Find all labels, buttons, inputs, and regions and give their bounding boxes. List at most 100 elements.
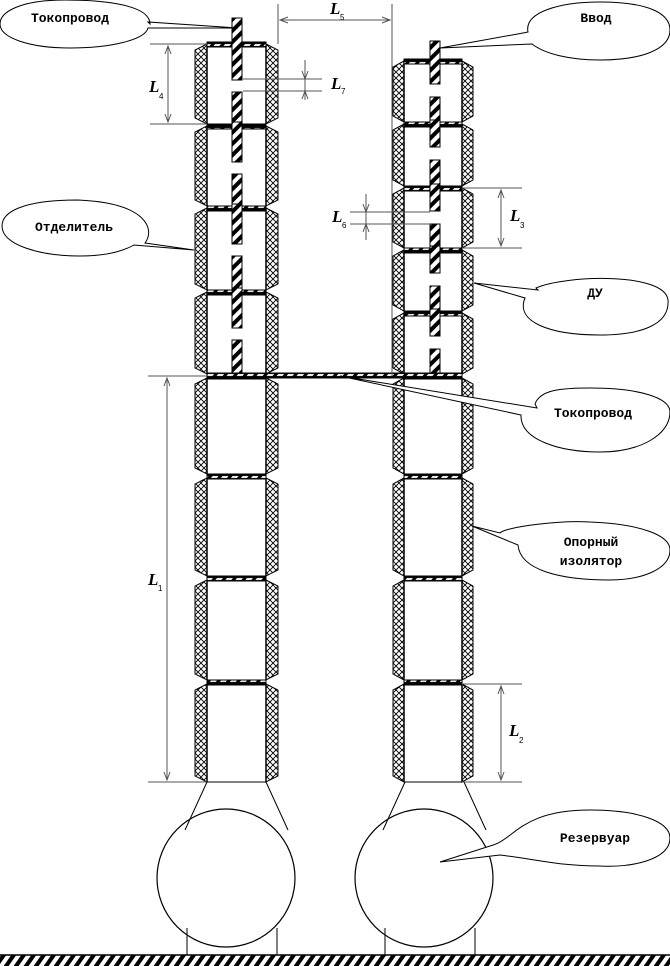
dim-subscript: 1 [158,584,163,593]
callout-label: Ввод [580,11,611,26]
dimension-arrow [381,16,392,24]
callout-vvod: Ввод [439,1,670,61]
du-module [392,60,474,123]
dim-L4: L 4 [148,77,164,101]
dim-symbol: L [329,0,340,18]
du-module [392,123,474,187]
callout-opornyi-izolyator: Опорный изолятор [471,521,670,581]
dimension-arrow [163,376,171,387]
dim-symbol: L [148,77,159,96]
conductor-segment [429,348,441,377]
insulator-shell-left [392,377,405,475]
insulator-shell-left [194,207,208,291]
du-module [392,312,474,375]
flange [206,679,267,686]
support-insulator [194,579,279,681]
conductor-segment [231,121,243,163]
separator-module [194,291,279,375]
dimension-arrow [497,188,505,199]
dim-symbol: L [509,206,520,225]
callout-rezervuar: Резервуар [439,809,670,867]
insulator-shell-right [461,312,474,375]
dim-L6: L 6 [331,207,347,230]
tank-neck [382,781,406,831]
separator-module [194,125,279,207]
flange [403,679,463,686]
callout-tokoprovod-mid: Токопровод [339,375,670,453]
callout-label: Отделитель [35,220,113,235]
conductor-segment [231,339,243,377]
ground-hatch [0,955,670,966]
callout-otdelitel: Отделитель [1,199,195,257]
dim-subscript: 6 [342,221,347,230]
insulator-shell-left [392,249,405,312]
insulator-shell-left [194,477,208,577]
insulator-shell-right [265,291,279,375]
tank-neck [463,781,487,831]
insulator-shell-right [461,683,474,783]
dimension-arrow [362,203,370,214]
dimension-arrow [164,44,172,55]
dim-L3: L 3 [509,206,525,230]
flange [206,575,267,582]
insulator-shell-right [461,60,474,123]
insulator-shell-right [265,377,279,475]
insulator-shell-right [265,477,279,577]
conductor-segment [429,119,441,148]
insulator-shell-left [194,579,208,681]
insulator-shell-left [194,377,208,475]
insulator-shell-left [392,187,405,249]
conductor-segment [429,40,441,85]
dim-subscript: 7 [341,87,346,96]
support-insulator [194,683,279,783]
insulator-shell-right [265,579,279,681]
tank-neck [265,781,289,831]
insulator-shell-left [392,123,405,187]
dimension-arrow [301,70,309,81]
conductor-segment [429,308,441,337]
support-insulator [194,477,279,577]
reservoir-tank [354,808,494,948]
reservoir-tank [156,808,296,948]
dim-symbol: L [331,207,342,226]
dim-symbol: L [330,74,341,93]
callout-label: Резервуар [560,831,630,846]
dimension-arrow [497,684,505,695]
insulator-shell-left [392,477,405,577]
dim-subscript: 3 [520,221,525,230]
structure-lines [0,4,670,966]
dim-L2: L 2 [508,721,524,745]
callout-tokoprovod-top: Токопровод [0,0,239,49]
insulator-shell-right [265,43,279,125]
callout-label: Токопровод [554,406,632,421]
dim-L1: L 1 [147,570,163,593]
conductor-segment [429,245,441,274]
dimension-arrow [164,113,172,124]
dimension-arrow [301,89,309,100]
conductor-segment [231,287,243,329]
dimension-arrow [362,222,370,233]
callout-du: ДУ [473,277,669,336]
insulator-shell-right [461,249,474,312]
support-insulator [392,477,474,577]
dim-symbol: L [508,721,519,740]
callout-label: ДУ [587,286,603,301]
insulator-shell-right [461,187,474,249]
column-modules [194,17,474,783]
insulator-shell-right [265,207,279,291]
dim-symbol: L [147,570,158,589]
callout-label: Опорный [564,535,619,550]
insulator-shell-left [194,291,208,375]
conductor-segment [231,203,243,245]
flange [403,575,463,582]
insulator-shell-left [194,683,208,783]
dim-subscript: 2 [519,736,524,745]
insulator-shell-right [461,377,474,475]
conductor-segment [429,183,441,212]
dim-subscript: 4 [159,92,164,101]
insulator-shell-left [392,683,405,783]
insulator-shell-left [392,60,405,123]
dimension-arrow [163,771,171,782]
conductor-segment [231,91,243,127]
